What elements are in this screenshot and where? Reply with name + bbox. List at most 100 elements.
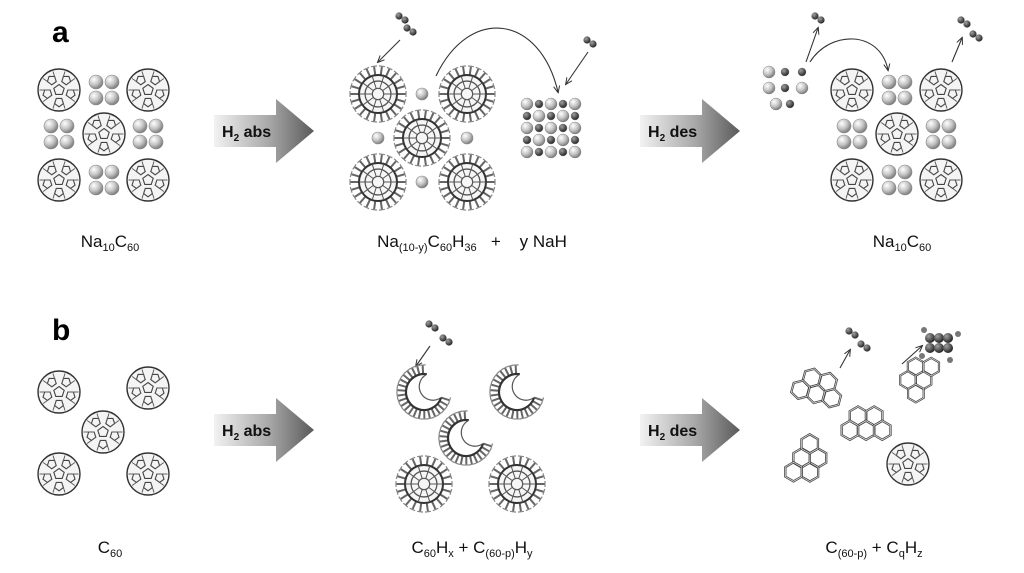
sodium-atom — [104, 74, 120, 90]
sodium-atom — [852, 118, 868, 134]
sodium-atom — [881, 164, 897, 180]
sodium-atom — [897, 74, 913, 90]
sodium-atom — [795, 81, 809, 95]
formula-b-intermediate: C60Hx + C(60-p)Hy — [411, 538, 533, 560]
fullerene-c60 — [82, 112, 126, 156]
hydrogen-atom — [558, 147, 568, 157]
fullerene-c60 — [81, 410, 125, 454]
h2-absorption-arrow — [378, 39, 401, 62]
sodium-atom — [836, 134, 852, 150]
hydrogen-atom — [975, 34, 983, 42]
sodium-atom — [104, 164, 120, 180]
formula-a-reactant: Na10C60 — [80, 232, 140, 254]
fullerene-c60 — [126, 68, 170, 112]
carbon-fragment — [784, 433, 828, 483]
fullerene-c60 — [919, 68, 963, 112]
sodium-atom — [897, 90, 913, 106]
h2-molecule — [583, 36, 597, 48]
carbon-atom — [943, 343, 953, 353]
hydrogenated-fullerene — [438, 153, 496, 211]
h2-molecule — [425, 320, 439, 332]
hydrogen-atom — [522, 135, 532, 145]
sodium-atom — [104, 180, 120, 196]
sodium-atom — [925, 118, 941, 134]
nah-cluster — [762, 65, 809, 111]
carbon-fragment — [790, 367, 843, 409]
fullerene-c60 — [126, 158, 170, 202]
hydrogen-atom — [957, 16, 965, 24]
hydrogen-atom — [558, 123, 568, 133]
fullerene-c60 — [126, 452, 170, 496]
step-label: H2 abs — [222, 124, 271, 144]
sodium-atom — [769, 97, 783, 111]
sodium-atom — [148, 118, 164, 134]
hydrogenated-fragment — [438, 410, 494, 466]
block-arrow-shape — [640, 99, 740, 163]
hydrogenated-fragment — [396, 364, 452, 420]
hydrogen-atom — [558, 99, 568, 109]
sodium-atom — [88, 164, 104, 180]
sodium-atom — [836, 118, 852, 134]
fullerene-c60 — [37, 452, 81, 496]
hydrogen-atom — [780, 67, 790, 77]
hydrogenated-fragment — [489, 364, 545, 420]
hydrogen-atom — [851, 331, 859, 339]
hydrogen-atom — [797, 67, 807, 77]
hydrogen-atom — [921, 327, 927, 333]
sodium-cluster — [925, 118, 957, 150]
h2-molecule — [395, 12, 409, 24]
sodium-atom — [59, 134, 75, 150]
hydrogen-atom — [403, 24, 411, 32]
step-label: H2 des — [648, 124, 697, 144]
h2-absorption-arrow — [566, 51, 589, 84]
sodium-atom — [88, 180, 104, 196]
hydrocarbon-molecule — [919, 327, 961, 363]
h2-absorption-arrow — [416, 345, 431, 366]
h2-molecule — [857, 340, 871, 352]
hydrogen-atom — [817, 16, 825, 24]
formula-a-intermediate: Na(10-y)C60H36 + y NaH — [377, 232, 567, 254]
sodium-atom — [897, 164, 913, 180]
hydrogenated-fullerene — [438, 65, 496, 123]
hydrogen-atom — [785, 99, 795, 109]
sodium-atom — [568, 145, 582, 159]
hydrogen-atom — [522, 111, 532, 121]
sodium-atom — [460, 131, 474, 145]
sodium-atom — [415, 175, 429, 189]
sodium-atom — [568, 97, 582, 111]
sodium-atom — [762, 81, 776, 95]
hydrogenated-fullerene — [393, 109, 451, 167]
carbon-atom — [925, 333, 935, 343]
formula-b-reactant: C60 — [97, 538, 123, 560]
sodium-atom — [544, 97, 558, 111]
sodium-cluster — [881, 74, 913, 106]
step-label: H2 abs — [222, 423, 271, 443]
hydrogen-atom — [845, 327, 853, 335]
panel-label-a: a — [52, 16, 69, 49]
fullerene-c60 — [126, 366, 170, 410]
hydrogen-atom — [409, 28, 417, 36]
nah-lattice — [520, 97, 582, 159]
sodium-cluster — [88, 164, 120, 196]
hydrogen-atom — [534, 99, 544, 109]
hydrogen-atom — [919, 353, 925, 359]
hydrogen-atom — [947, 357, 953, 363]
hydrogen-atom — [439, 334, 447, 342]
hydrogen-atom — [589, 40, 597, 48]
sodium-atom — [925, 134, 941, 150]
hydrogen-atom — [969, 30, 977, 38]
h2-molecule — [969, 30, 983, 42]
sodium-cluster — [43, 118, 75, 150]
carbon-fragment — [899, 356, 941, 404]
process-arrow-b-absorption: H2 abs — [214, 398, 314, 462]
formula-a-product: Na10C60 — [872, 232, 932, 254]
sodium-atom — [148, 134, 164, 150]
sodium-atom — [881, 180, 897, 196]
hydrogen-atom — [570, 111, 580, 121]
h2-molecule — [811, 12, 825, 24]
sodium-cluster — [132, 118, 164, 150]
sodium-atom — [88, 90, 104, 106]
sodium-atom — [568, 121, 582, 135]
